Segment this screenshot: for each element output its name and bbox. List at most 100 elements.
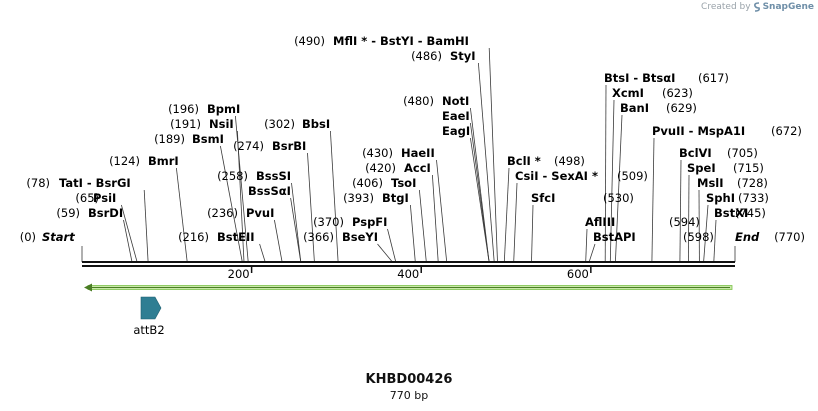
site-label-bsssi-10: BssSI	[256, 169, 291, 183]
end-position-start: (0)	[20, 230, 36, 244]
leader-pvuii-mspa1i-32	[651, 137, 655, 263]
leader-mfli-bstyi-bamhi-23	[488, 47, 498, 263]
site-position-bmri-3: (124)	[109, 154, 140, 168]
site-label-bclvi-33: BclVI	[679, 146, 712, 160]
site-position-bsteii-7: (216)	[178, 230, 209, 244]
site-position-pspfi-14: (370)	[313, 215, 344, 229]
end-position-end: (770)	[774, 230, 805, 244]
leader-psii-1	[121, 204, 138, 263]
leader-bmri-3	[176, 167, 188, 263]
site-label-bstapi-28: BstAPI	[593, 230, 636, 244]
end-label-start: Start	[42, 230, 75, 244]
site-position-bsrdi-0: (59)	[56, 206, 80, 220]
site-label-bsss-i-9: BssSαI	[248, 184, 291, 198]
site-labels: BsrDI(59)PsiI(65)TatI - BsrGI(78)BmrI(12…	[20, 34, 805, 244]
leader-styi-22	[478, 62, 495, 263]
end-label-end: End	[735, 230, 760, 244]
site-label-sfci-26: SfcI	[531, 191, 555, 205]
snapgene-credit: Created by SnapGene	[701, 2, 814, 12]
site-position-noti-21: (480)	[403, 94, 434, 108]
ruler-tick-label-400: 400	[397, 267, 419, 281]
strand-arrow	[84, 283, 733, 292]
leader-bbsi-12	[330, 130, 339, 263]
site-position-tati-bsrgi-2: (78)	[26, 176, 50, 190]
site-position-bpmi-6: (196)	[168, 102, 199, 116]
site-label-bsrbi-11: BsrBI	[272, 139, 306, 153]
leader-afliii-27	[585, 228, 588, 263]
site-position-btgi-15: (393)	[343, 191, 374, 205]
leader-sfci-26	[531, 204, 534, 263]
site-label-sphi-36: SphI	[706, 191, 735, 205]
leader-bsss-i-9	[290, 197, 302, 263]
site-label-afliii-27: AflIII	[585, 215, 615, 229]
leader-tati-bsrgi-2	[143, 189, 149, 263]
site-label-bsmi-4: BsmI	[192, 132, 224, 146]
site-position-afliii-27: (594)	[669, 215, 700, 229]
ruler-tick-label-600: 600	[567, 267, 589, 281]
site-label-tsoi-16: TsoI	[391, 176, 416, 190]
site-position-bbsi-12: (302)	[264, 117, 295, 131]
site-position-pvuii-mspa1i-32: (672)	[771, 124, 802, 138]
site-position-btsi-bts-i-29: (617)	[698, 71, 729, 85]
leader-bseyi-13	[377, 243, 393, 263]
leader-bani-31	[615, 114, 623, 263]
site-label-pvui-8: PvuI	[246, 206, 274, 220]
site-position-bseyi-13: (366)	[303, 230, 334, 244]
leader-xcmi-30	[609, 99, 615, 263]
construct-name: KHBD00426	[365, 372, 453, 387]
leader-pvui-8	[274, 219, 283, 263]
leader-bsteii-7	[259, 243, 266, 263]
site-position-styi-22: (486)	[411, 49, 442, 63]
site-label-styi-22: StyI	[450, 49, 476, 63]
leader-btsi-bts-i-29	[604, 84, 607, 263]
site-label-bpmi-6: BpmI	[207, 102, 240, 116]
feature-arrow-attB2	[140, 296, 162, 320]
site-position-mfli-bstyi-bamhi-23: (490)	[294, 34, 325, 48]
site-position-sfci-26: (530)	[603, 191, 634, 205]
site-position-bstapi-28: (598)	[683, 230, 714, 244]
dna-backbone	[82, 261, 735, 267]
leader-bstapi-28	[588, 243, 596, 263]
site-label-bsteii-7: BstEII	[217, 230, 255, 244]
site-label-mfli-bstyi-bamhi-23: MflI * - BstYI - BamHI	[333, 34, 469, 48]
leader-bsssi-10	[291, 182, 302, 263]
leader-bclvi-33	[679, 159, 682, 263]
site-label-btsi-bts-i-29: BtsI - BtsαI	[604, 71, 675, 85]
site-label-bseyi-13: BseYI	[342, 230, 378, 244]
leader-bsrdi-0	[123, 219, 133, 263]
site-label-bani-31: BanI	[620, 101, 649, 115]
leader-btgi-15	[410, 204, 416, 263]
site-position-psii-1: (65)	[75, 191, 99, 205]
site-label-eaei-20: EaeI	[442, 109, 470, 123]
leader-bcli-24	[503, 167, 510, 263]
site-label-bsrdi-0: BsrDI	[88, 206, 123, 220]
site-position-bsssi-10: (258)	[217, 169, 248, 183]
site-label-nsii-5: NsiI	[209, 117, 234, 131]
site-label-spei-34: SpeI	[687, 161, 716, 175]
leader-bsmi-4	[220, 145, 243, 263]
construct-length: 770 bp	[389, 389, 429, 402]
leader-bpmi-6	[235, 115, 249, 263]
strand-arrow-head	[84, 283, 92, 292]
site-label-psii-1: PsiI	[93, 191, 116, 205]
site-label-bmri-3: BmrI	[148, 154, 179, 168]
site-position-acci-17: (420)	[365, 161, 396, 175]
site-position-bclvi-33: (705)	[727, 146, 758, 160]
site-position-bani-31: (629)	[666, 101, 697, 115]
leader-csii-sexai-25	[513, 182, 518, 263]
site-position-sphi-36: (733)	[738, 191, 769, 205]
site-position-bsrbi-11: (274)	[233, 139, 264, 153]
feature-attB2[interactable]: attB2	[133, 296, 165, 337]
snapgene-logo-icon	[753, 2, 760, 12]
site-position-msli-35: (728)	[737, 176, 768, 190]
leader-haeii-18	[436, 159, 448, 263]
site-label-xcmi-30: XcmI	[612, 86, 644, 100]
site-position-bsmi-4: (189)	[154, 132, 185, 146]
site-label-pspfi-14: PspFI	[352, 215, 387, 229]
site-label-bbsi-12: BbsI	[302, 117, 330, 131]
site-position-bcli-24: (498)	[554, 154, 585, 168]
leader-sphi-36	[703, 204, 709, 263]
site-label-pvuii-mspa1i-32: PvuII - MspA1I	[652, 124, 745, 138]
